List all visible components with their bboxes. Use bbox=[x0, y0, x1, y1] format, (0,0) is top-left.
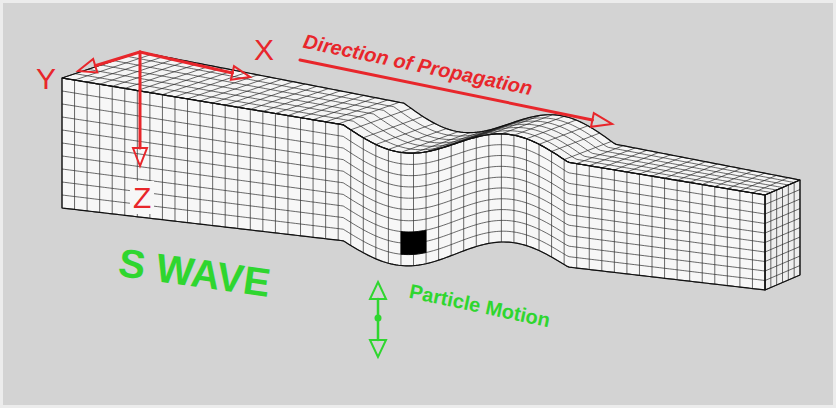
arrows bbox=[78, 52, 612, 357]
grid-line bbox=[62, 130, 765, 233]
z-axis-arrow-head bbox=[133, 148, 147, 166]
grid-line bbox=[765, 228, 800, 243]
axis-label: X bbox=[254, 33, 274, 66]
axis-label-holder: X bbox=[254, 33, 274, 66]
axis-label-holder: Z bbox=[130, 181, 154, 214]
grid-line bbox=[62, 143, 765, 243]
grid-line bbox=[765, 190, 800, 205]
grid-line bbox=[62, 91, 765, 205]
grid-line bbox=[765, 256, 800, 271]
z-axis-arrow-shaft bbox=[139, 52, 142, 148]
particle-motion-arrow-up-head bbox=[370, 282, 386, 299]
particle-dot bbox=[375, 315, 382, 322]
y-axis-arrow-head bbox=[78, 59, 97, 72]
end-face bbox=[765, 180, 800, 290]
grid-line bbox=[765, 199, 800, 214]
grid-line bbox=[765, 209, 800, 224]
grid-line bbox=[765, 237, 800, 252]
grid-line bbox=[765, 247, 800, 262]
propagation-arrow-head bbox=[591, 113, 612, 127]
x-axis-arrow-head bbox=[231, 66, 250, 80]
axis-label: Z bbox=[130, 181, 154, 214]
block-outline bbox=[765, 180, 800, 290]
particle-motion-arrow-down-head bbox=[370, 340, 386, 357]
axis-label-holder: Y bbox=[36, 62, 56, 95]
particle-cell bbox=[401, 230, 426, 254]
y-axis-arrow-shaft bbox=[95, 52, 140, 66]
grid-line bbox=[765, 218, 800, 233]
x-axis-arrow-shaft bbox=[140, 52, 232, 73]
grid-line bbox=[62, 104, 765, 214]
grid-line bbox=[765, 266, 800, 281]
axis-label: Y bbox=[36, 62, 56, 95]
